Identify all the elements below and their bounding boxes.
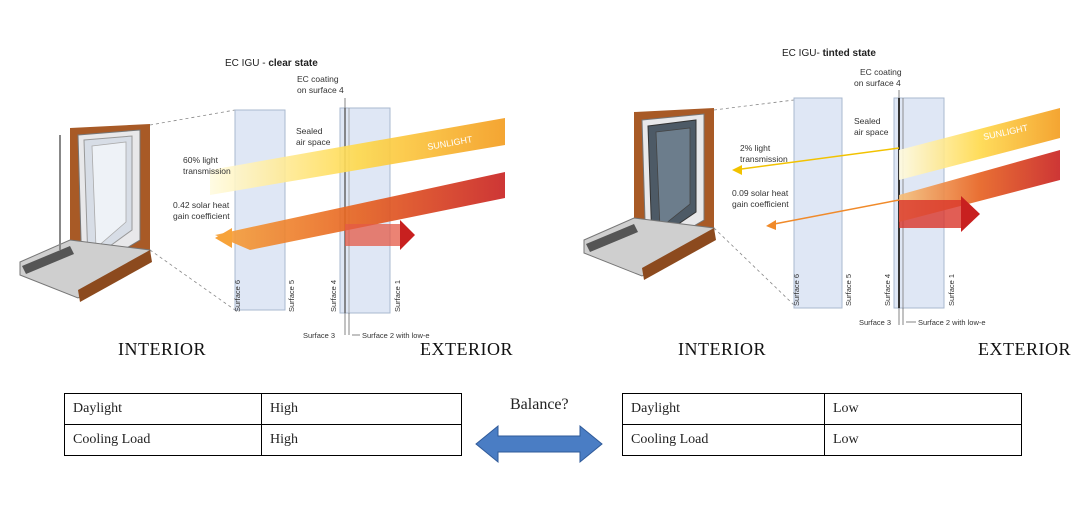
table-cell: High: [261, 424, 462, 456]
svg-text:EC IGU- tinted state: EC IGU- tinted state: [782, 48, 876, 59]
svg-text:Sealed: Sealed: [296, 126, 323, 136]
svg-text:Surface 1: Surface 1: [393, 280, 402, 312]
svg-text:0.42 solar heat: 0.42 solar heat: [173, 200, 230, 210]
tinted-state-table: Daylight Low Cooling Load Low: [622, 393, 1022, 456]
svg-text:transmission: transmission: [183, 166, 231, 176]
window-frame-icon: [19, 124, 152, 302]
svg-text:Surface 2 with low-e: Surface 2 with low-e: [918, 318, 986, 327]
table-row: Cooling Load Low: [622, 424, 1022, 456]
table-cell: Low: [824, 393, 1022, 425]
interior-label-right: INTERIOR: [678, 339, 766, 359]
svg-text:Surface 5: Surface 5: [844, 274, 853, 306]
svg-text:Surface 6: Surface 6: [792, 274, 801, 306]
reflected-heat-arrow: [345, 220, 415, 250]
table-row: Daylight Low: [622, 393, 1022, 425]
clear-state-diagram: EC IGU - clear state EC coating on surfa…: [0, 0, 544, 380]
svg-text:Surface 3: Surface 3: [303, 331, 335, 340]
svg-text:EC coating: EC coating: [297, 74, 339, 84]
svg-text:EC IGU - clear state: EC IGU - clear state: [225, 58, 318, 69]
solar-heat-band: [215, 172, 505, 250]
svg-text:2% light: 2% light: [740, 143, 771, 153]
svg-text:Surface 1: Surface 1: [947, 274, 956, 306]
svg-text:Surface 4: Surface 4: [329, 280, 338, 312]
svg-text:transmission: transmission: [740, 154, 788, 164]
sunlight-band: [210, 118, 505, 195]
interior-label-left: INTERIOR: [118, 339, 206, 359]
exterior-label-right: EXTERIOR: [978, 339, 1071, 359]
svg-text:EC coating: EC coating: [860, 67, 902, 77]
svg-text:Surface 4: Surface 4: [883, 274, 892, 306]
svg-text:0.09 solar heat: 0.09 solar heat: [732, 188, 789, 198]
table-row: Daylight High: [64, 393, 462, 425]
svg-text:on surface 4: on surface 4: [854, 78, 901, 88]
balance-label: Balance?: [510, 396, 569, 413]
exterior-label-left: EXTERIOR: [420, 339, 513, 359]
table-cell: Daylight: [64, 393, 262, 425]
table-cell: Cooling Load: [64, 424, 262, 456]
table-cell: High: [261, 393, 462, 425]
svg-text:gain coefficient: gain coefficient: [732, 199, 789, 209]
svg-text:Surface 3: Surface 3: [859, 318, 891, 327]
svg-text:Surface 2 with low-e: Surface 2 with low-e: [362, 331, 430, 340]
double-arrow-icon: [475, 424, 603, 464]
clear-state-table: Daylight High Cooling Load High: [64, 393, 462, 456]
svg-text:Surface 6: Surface 6: [233, 280, 242, 312]
sunlight-band: [899, 108, 1060, 180]
svg-text:Surface 5: Surface 5: [287, 280, 296, 312]
tinted-window-frame-icon: [583, 108, 716, 280]
svg-text:on surface 4: on surface 4: [297, 85, 344, 95]
svg-text:air space: air space: [296, 137, 331, 147]
svg-text:air space: air space: [854, 127, 889, 137]
svg-text:Sealed: Sealed: [854, 116, 881, 126]
reflected-heat-arrow: [899, 196, 980, 232]
table-cell: Low: [824, 424, 1022, 456]
table-cell: Cooling Load: [622, 424, 825, 456]
svg-text:60% light: 60% light: [183, 155, 219, 165]
svg-text:gain coefficient: gain coefficient: [173, 211, 230, 221]
table-cell: Daylight: [622, 393, 825, 425]
tinted-state-diagram: EC IGU- tinted state EC coating on surfa…: [544, 0, 1088, 380]
table-row: Cooling Load High: [64, 424, 462, 456]
